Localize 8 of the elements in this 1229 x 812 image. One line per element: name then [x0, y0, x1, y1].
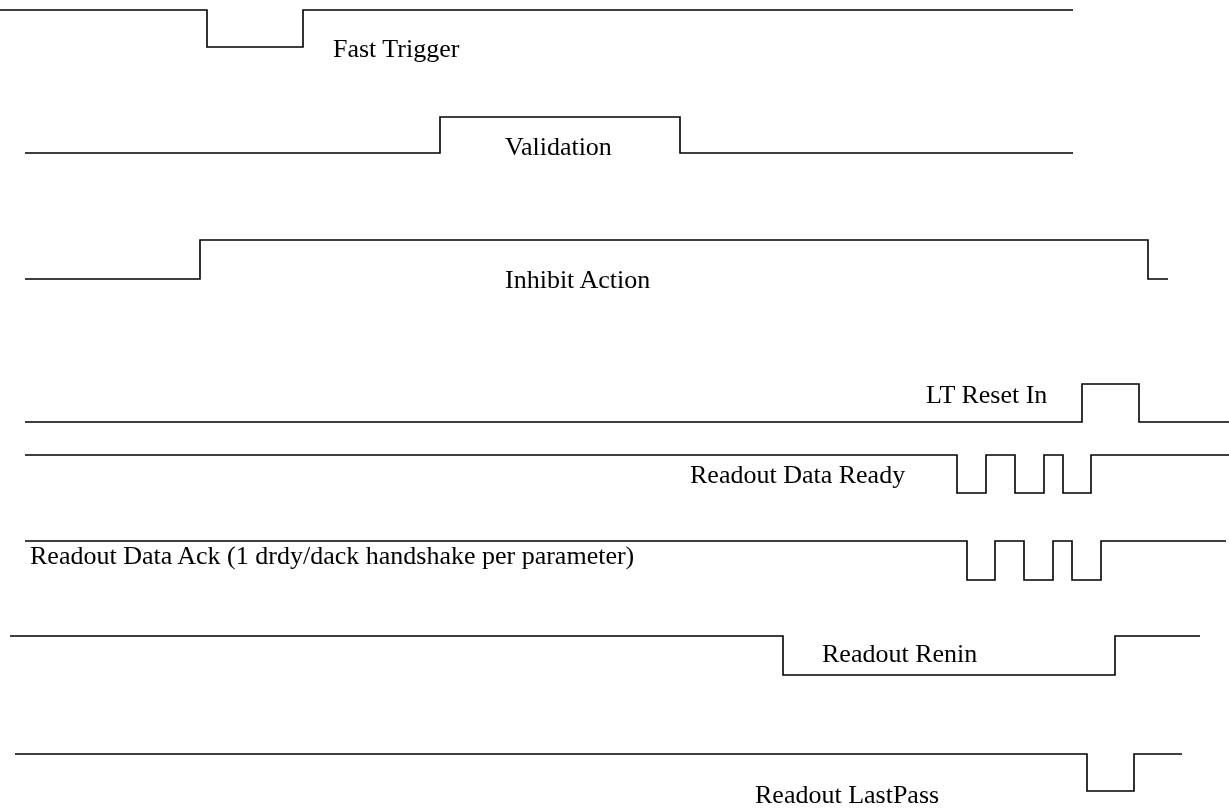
- signal-label: Inhibit Action: [505, 265, 651, 295]
- signal-label: Readout LastPass: [755, 780, 940, 810]
- signal-label: Readout Data Ack (1 drdy/dack handshake per parameter): [30, 541, 635, 571]
- signal-label: LT Reset In: [926, 380, 1048, 410]
- signal-label: Fast Trigger: [333, 34, 460, 64]
- signal-label: Readout Data Ready: [690, 460, 906, 490]
- signal-label: Readout Renin: [822, 639, 978, 669]
- signal-label: Validation: [505, 132, 612, 162]
